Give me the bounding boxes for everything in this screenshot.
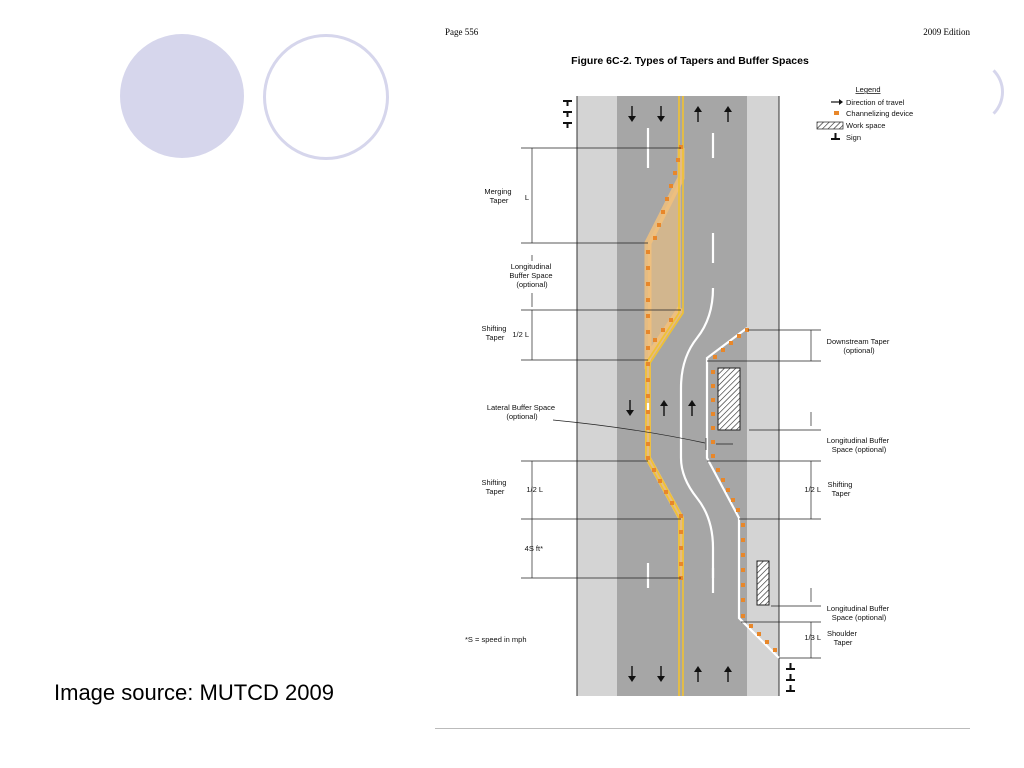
arrow-icon: [628, 666, 636, 682]
figure-title: Figure 6C-2. Types of Tapers and Buffer …: [571, 55, 809, 67]
arrow-icon: [724, 106, 732, 122]
legend-label-sign: Sign: [846, 133, 861, 142]
work-space-area-small: [756, 560, 770, 606]
label-footnote: *S = speed in mph: [465, 635, 527, 644]
edition-label: 2009 Edition: [923, 27, 970, 37]
arrow-icon: [694, 666, 702, 682]
image-source-caption: Image source: MUTCD 2009: [54, 680, 334, 705]
label-distance-4s: 4S ft*: [525, 544, 543, 553]
label-shifting-taper-right: Shifting Taper: [827, 480, 854, 498]
label-merging-taper: Merging Taper: [484, 187, 513, 205]
decorative-filled-circle: [120, 34, 244, 158]
arrow-icon: [657, 106, 665, 122]
label-shoulder-taper: Shoulder Taper: [827, 629, 859, 647]
left-dimension-lines: [521, 147, 733, 579]
decorative-outline-circle: [263, 34, 389, 160]
label-longitudinal-buffer-right-2: Longitudinal Buffer Space (optional): [827, 604, 892, 622]
label-shifting-length-1: 1/2 L: [512, 330, 529, 339]
label-shifting-taper-2: Shifting Taper: [481, 478, 508, 496]
arrow-icon: [831, 99, 843, 105]
label-shifting-taper-1: Shifting Taper: [481, 324, 508, 342]
label-merging-length: L: [525, 193, 529, 202]
arrow-icon: [628, 106, 636, 122]
right-dimension-lines: [707, 329, 821, 659]
arrow-icon: [626, 400, 634, 416]
label-longitudinal-buffer-right-1: Longitudinal Buffer Space (optional): [827, 436, 892, 454]
label-shifting-length-right: 1/2 L: [804, 485, 821, 494]
label-downstream-taper: Downstream Taper (optional): [827, 337, 892, 355]
sign-icon: [786, 685, 795, 692]
label-longitudinal-buffer-left: Longitudinal Buffer Space (optional): [509, 262, 554, 289]
page-number: Page 556: [445, 27, 479, 37]
sign-icon: [786, 663, 795, 670]
legend-label-channelizing: Channelizing device: [846, 109, 913, 118]
arrow-icon: [660, 400, 668, 416]
signs: [563, 100, 795, 692]
taper-diagram: Page 556 2009 Edition Figure 6C-2. Types…: [445, 27, 970, 696]
sign-icon: [563, 100, 572, 106]
mutcd-figure: Page 556 2009 Edition Figure 6C-2. Types…: [435, 18, 970, 738]
arrow-icon: [724, 666, 732, 682]
channelizing-device-icon: [834, 111, 839, 115]
legend-label-work-space: Work space: [846, 121, 885, 130]
label-shifting-length-2: 1/2 L: [526, 485, 543, 494]
legend-heading: Legend: [855, 85, 880, 94]
sign-icon: [831, 133, 840, 140]
figure-bottom-rule: [435, 728, 970, 729]
legend: Legend Direction of travel Channelizing …: [816, 85, 913, 142]
sign-icon: [563, 122, 572, 128]
channelizing-devices: [646, 145, 777, 652]
label-lateral-buffer: Lateral Buffer Space (optional): [487, 403, 557, 421]
work-space-icon: [816, 121, 844, 130]
work-space-area: [717, 367, 741, 431]
legend-label-direction: Direction of travel: [846, 98, 905, 107]
decorative-arc: [940, 60, 1004, 124]
sign-icon: [563, 111, 572, 117]
label-shoulder-length: 1/3 L: [804, 633, 821, 642]
direction-arrows: [626, 106, 732, 682]
arrow-icon: [688, 400, 696, 416]
arrow-icon: [657, 666, 665, 682]
sign-icon: [786, 674, 795, 681]
arrow-icon: [694, 106, 702, 122]
